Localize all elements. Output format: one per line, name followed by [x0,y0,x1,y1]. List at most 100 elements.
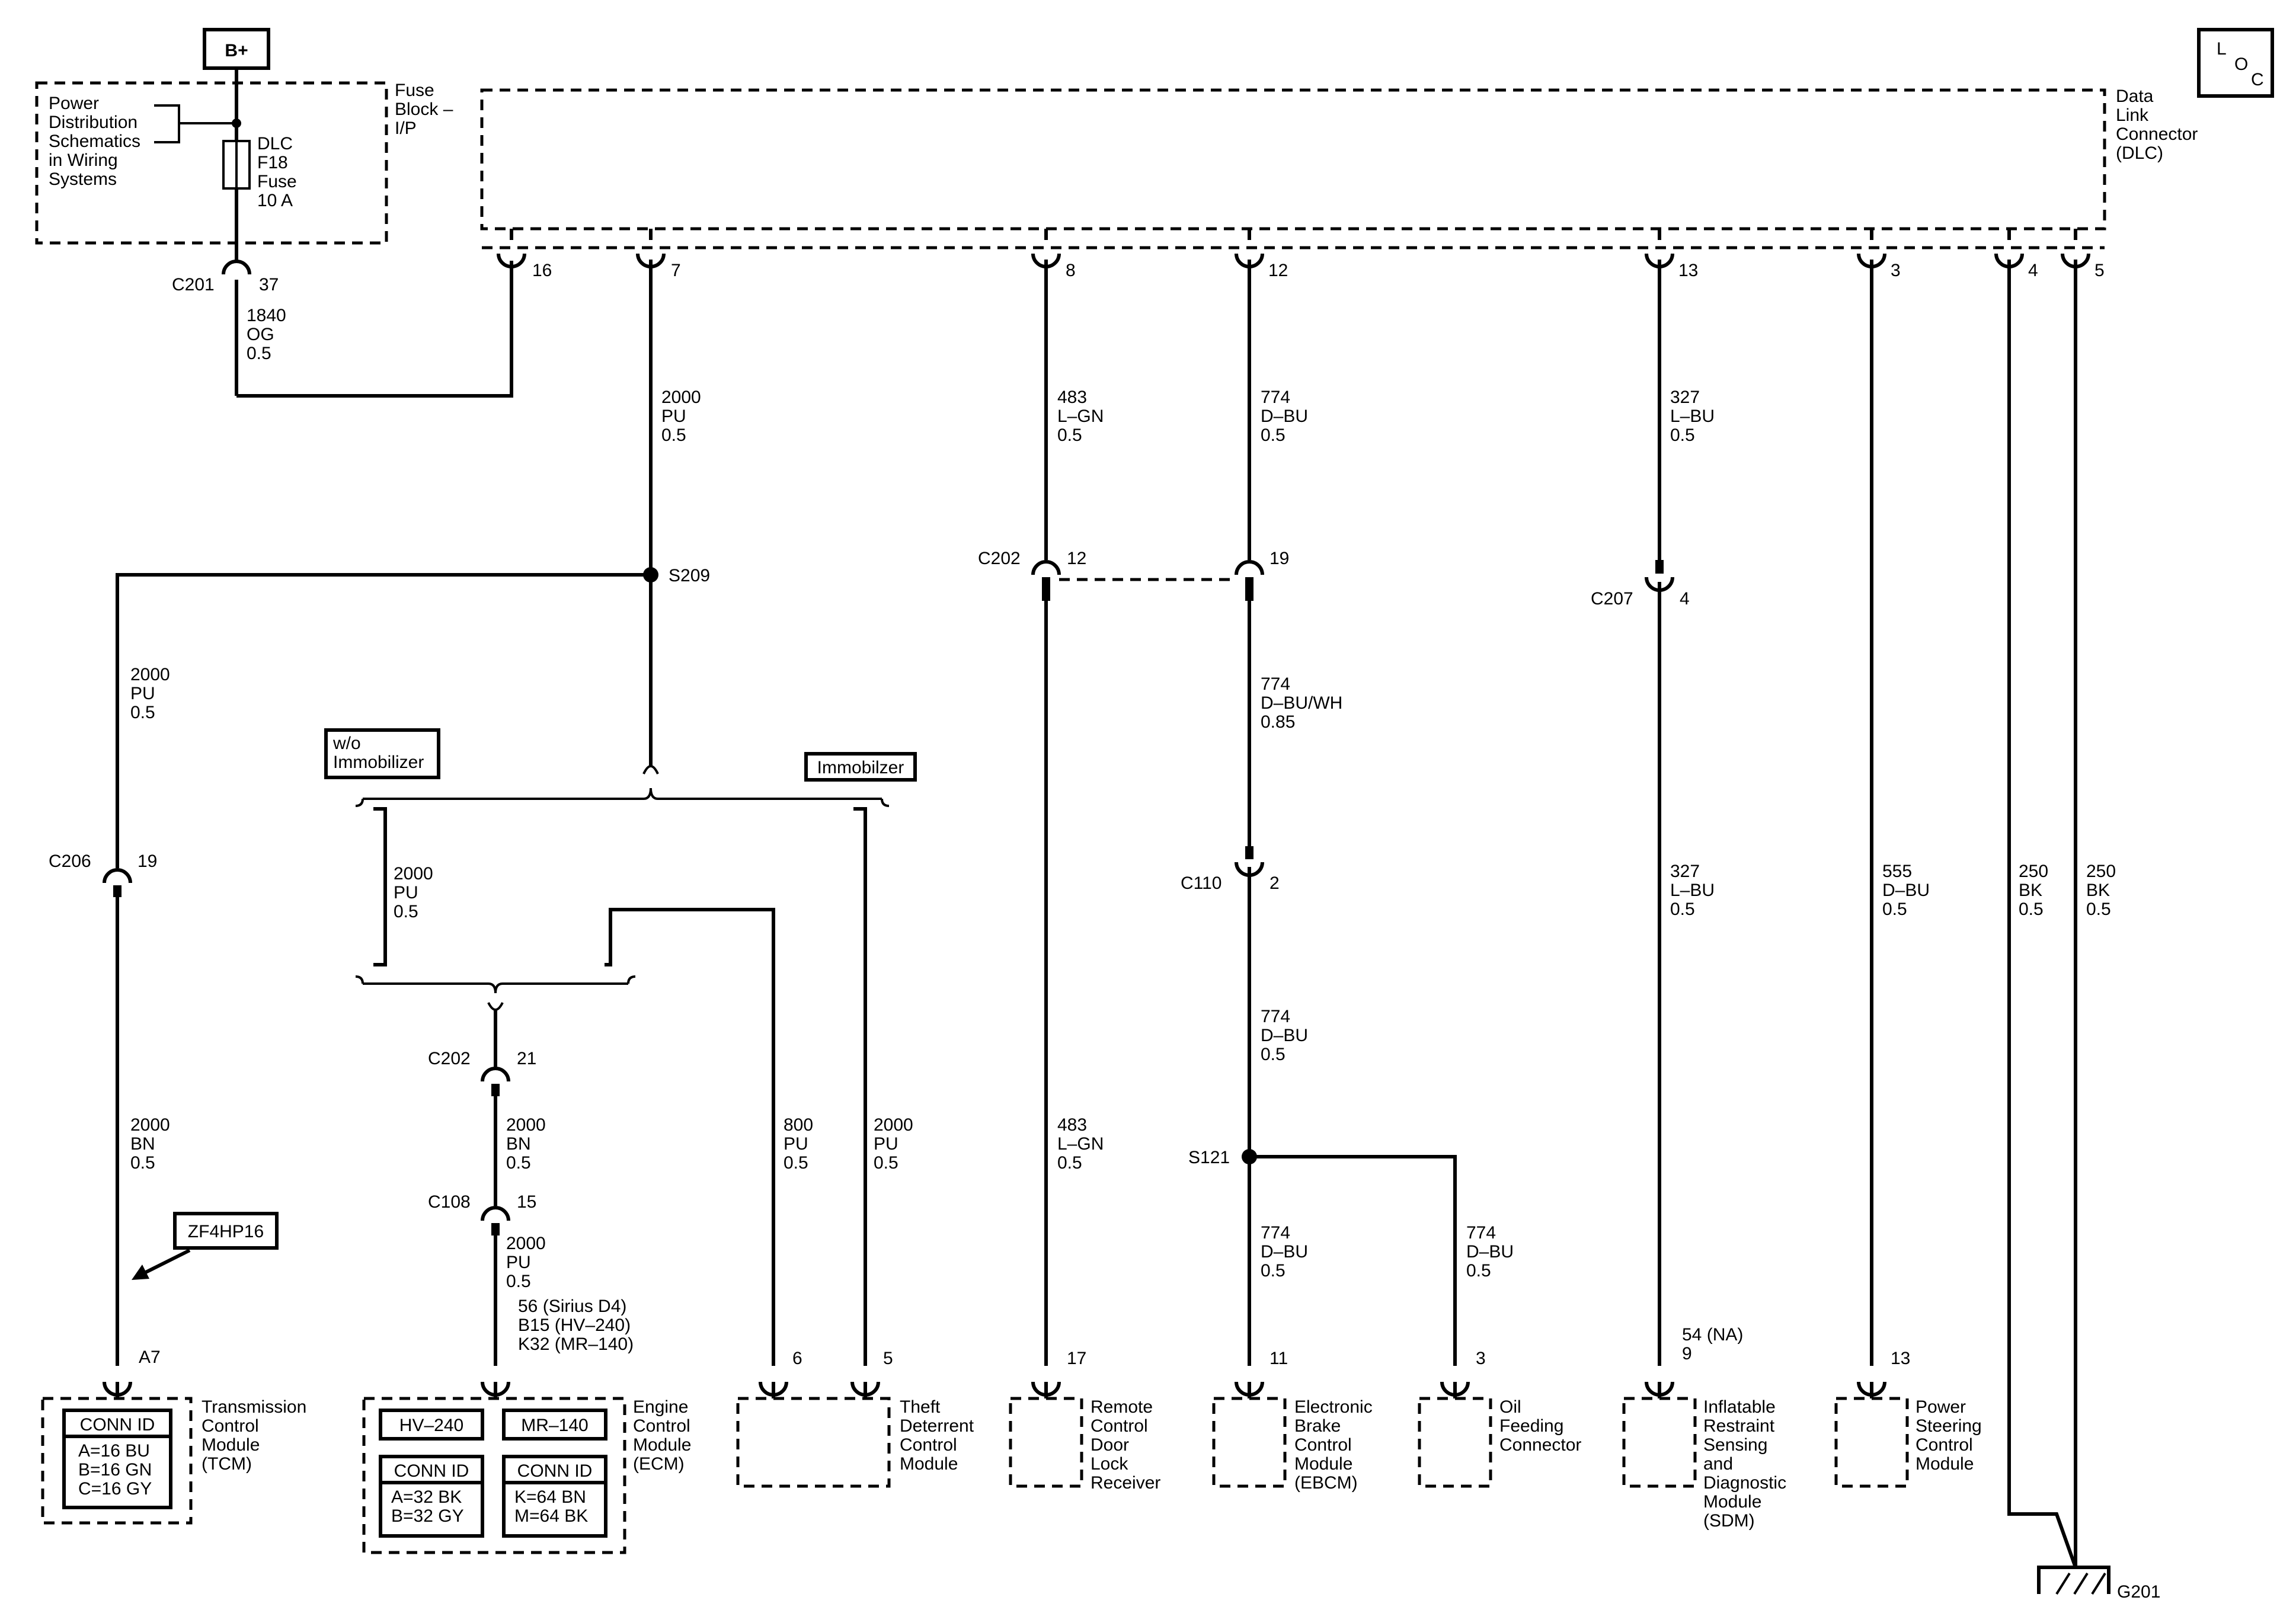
dlc-label: Data Link Connector (DLC) [2116,87,2198,163]
svg-text:Inflatable: Inflatable [1703,1397,1776,1417]
svg-text:Module: Module [900,1454,958,1474]
svg-text:CONN ID: CONN ID [394,1461,469,1481]
svg-text:250: 250 [2086,862,2116,881]
svg-text:774: 774 [1261,1007,1290,1026]
svg-text:L–BU: L–BU [1670,881,1715,900]
svg-text:2000: 2000 [130,665,170,684]
svg-text:800: 800 [784,1115,813,1135]
svg-text:A=32 BK: A=32 BK [391,1487,462,1507]
wire-774-oil-label: 774 D–BU 0.5 [1466,1223,1514,1281]
svg-text:0.5: 0.5 [874,1153,898,1173]
svg-text:10 A: 10 A [257,191,293,210]
svg-text:L–BU: L–BU [1670,406,1715,426]
svg-text:0.5: 0.5 [130,1153,155,1173]
option-immobilizer-box [804,752,917,782]
tcm-conn-id-table [62,1435,172,1509]
theft-label: Theft Deterrent Control Module [900,1397,974,1474]
sdm-pin-label: 54 (NA) 9 [1682,1325,1743,1363]
circuit-555: 555 D–BU 0.5 13 [1857,260,1930,1398]
svg-text:0.5: 0.5 [2019,900,2044,919]
svg-text:Power: Power [49,94,99,113]
svg-text:Module: Module [1916,1454,1974,1474]
wire-2000-pu-theft-label: 2000 PU 0.5 [874,1115,913,1173]
svg-text:PU: PU [506,1253,531,1272]
svg-text:555: 555 [1882,862,1912,881]
svg-text:0.5: 0.5 [1261,1261,1285,1281]
option-brace-top [363,788,882,800]
ecm-mr-conn-table [502,1481,607,1538]
svg-text:0.5: 0.5 [130,703,155,722]
svg-text:PU: PU [130,684,155,703]
svg-text:(ECM): (ECM) [633,1454,685,1474]
wire-250-pin4 [2007,260,2077,1569]
ecm-pin-label: 56 (Sirius D4) B15 (HV–240) K32 (MR–140) [518,1297,634,1354]
fuse-block-label: Fuse Block – I/P [395,81,453,138]
svg-text:Theft: Theft [900,1397,941,1417]
zf4hp16-box [173,1212,279,1250]
c201-wire-label: 1840 OG 0.5 [247,306,286,363]
svg-text:(TCM): (TCM) [202,1454,252,1474]
svg-text:HV–240: HV–240 [399,1416,463,1435]
svg-text:Distribution: Distribution [49,113,137,132]
svg-text:483: 483 [1057,388,1087,407]
svg-text:BN: BN [130,1134,155,1154]
oil-outline [1418,1397,1492,1488]
svg-text:in Wiring: in Wiring [49,151,118,170]
c108-name: C108 [428,1192,471,1212]
option-brace-tip [642,765,659,774]
svg-text:Block –: Block – [395,100,453,119]
svg-text:774: 774 [1261,1223,1290,1243]
svg-text:(EBCM): (EBCM) [1294,1473,1358,1493]
ground-symbol-g201 [2037,1566,2110,1595]
svg-text:(DLC): (DLC) [2116,143,2163,163]
svg-text:Module: Module [202,1435,260,1455]
svg-text:PU: PU [784,1134,808,1154]
rcdlr-outline [1009,1397,1083,1488]
dlc-pin-8: 8 [1066,261,1076,280]
svg-text:Module: Module [1294,1454,1352,1474]
wire-250-pin4-label: 250 BK 0.5 [2019,862,2048,919]
svg-text:CONN ID: CONN ID [517,1461,593,1481]
svg-text:Receiver: Receiver [1091,1473,1160,1493]
svg-text:Feeding: Feeding [1499,1416,1563,1436]
module-rcdlr: Remote Control Door Lock Receiver [1009,1397,1160,1493]
c206-name: C206 [49,852,91,871]
tcm-pin-a7: A7 [139,1347,161,1367]
svg-text:PU: PU [661,406,686,426]
wire-1840 [236,261,513,398]
svg-text:Restraint: Restraint [1703,1416,1775,1436]
svg-text:Control: Control [202,1416,259,1436]
svg-text:CONN ID: CONN ID [80,1415,155,1435]
module-sdm: Inflatable Restraint Sensing and Diagnos… [1622,1397,1786,1531]
option-without-immobilizer-box [324,728,440,779]
svg-text:Connector: Connector [1499,1435,1581,1455]
ecm-hv-conn-header [379,1455,484,1484]
svg-text:Control: Control [633,1416,690,1436]
c110-name: C110 [1181,873,1222,893]
svg-text:Diagnostic: Diagnostic [1703,1473,1786,1493]
wire-2000-pu-theft [853,807,867,1366]
sdm-outline [1622,1397,1697,1488]
c207-name: C207 [1591,589,1633,609]
oil-pin-3: 3 [1476,1349,1486,1368]
circuit-483: 483 L–GN 0.5 C202 12 483 L–GN 0.5 17 [978,260,1236,1398]
svg-text:483: 483 [1057,1115,1087,1135]
zf4hp16-arrow [141,1249,191,1276]
c206-connector [103,868,132,884]
svg-text:M=64 BK: M=64 BK [514,1506,588,1526]
svg-text:D–BU: D–BU [1882,881,1930,900]
svg-text:0.5: 0.5 [1670,425,1695,445]
c202-12-connector [1031,560,1061,575]
dlc-connector: Data Link Connector (DLC) 16 7 8 12 13 3… [480,87,2198,280]
svg-text:B=16 GN: B=16 GN [78,1460,152,1480]
svg-text:O: O [2234,55,2248,74]
dlc-pin-13: 13 [1678,261,1698,280]
svg-text:OG: OG [247,325,274,344]
svg-text:C: C [2251,70,2264,89]
svg-text:D–BU: D–BU [1261,1026,1308,1045]
svg-text:L: L [2217,39,2227,59]
svg-text:A=16 BU: A=16 BU [78,1441,150,1461]
wire-774-ebcm-label: 774 D–BU 0.5 [1261,1223,1308,1281]
svg-text:Module: Module [1703,1492,1761,1512]
